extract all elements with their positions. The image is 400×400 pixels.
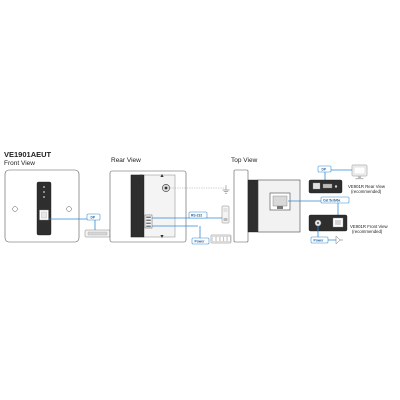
- power-terminal-icon: [210, 234, 232, 244]
- display-port-connector-icon: [84, 229, 111, 238]
- receiver-front-caption: VE901R Front View: [350, 224, 389, 229]
- rs232-label: RS-232: [191, 213, 202, 217]
- dp-receiver-label-tag: [317, 165, 332, 173]
- receiver-front-caption-note: (recommended): [352, 229, 383, 234]
- receiver-rear-caption: VE901R Rear View: [348, 184, 386, 189]
- front-wall-plate: [4, 169, 80, 243]
- serial-device-icon: [221, 205, 230, 224]
- receiver-front-unit: [308, 214, 348, 232]
- rs232-label-tag: [188, 211, 208, 219]
- rear-view-heading: Rear View: [111, 157, 141, 164]
- ground-symbol-icon: [222, 185, 230, 194]
- top-view-unit: [233, 169, 301, 243]
- dp-label: DP: [91, 215, 96, 219]
- dp-label-tag: [86, 213, 101, 221]
- rear-module-side: [130, 174, 145, 238]
- cat-label: Cat 5e/6/6a: [323, 198, 340, 202]
- power-label-tag: [191, 237, 210, 245]
- monitor-icon: [351, 164, 368, 180]
- front-module: [36, 181, 52, 236]
- model-title: VE1901AEUT: [4, 150, 52, 159]
- terminal-block: [144, 214, 153, 229]
- power-plug-icon: [335, 235, 343, 245]
- receiver-rear-unit: [308, 179, 343, 194]
- top-view-heading: Top View: [231, 157, 258, 164]
- rear-wall-plate: [109, 170, 187, 243]
- receiver-rear-caption-note: (recommended): [351, 189, 382, 194]
- dp-receiver-label: DP: [322, 167, 327, 171]
- front-view-heading: Front View: [4, 160, 35, 167]
- power-receiver-label: Power: [314, 238, 325, 242]
- power-receiver-label-tag: [310, 236, 329, 244]
- cat-label-tag: [320, 196, 350, 204]
- power-label: Power: [195, 239, 206, 243]
- rj45-port-icon: [269, 192, 291, 211]
